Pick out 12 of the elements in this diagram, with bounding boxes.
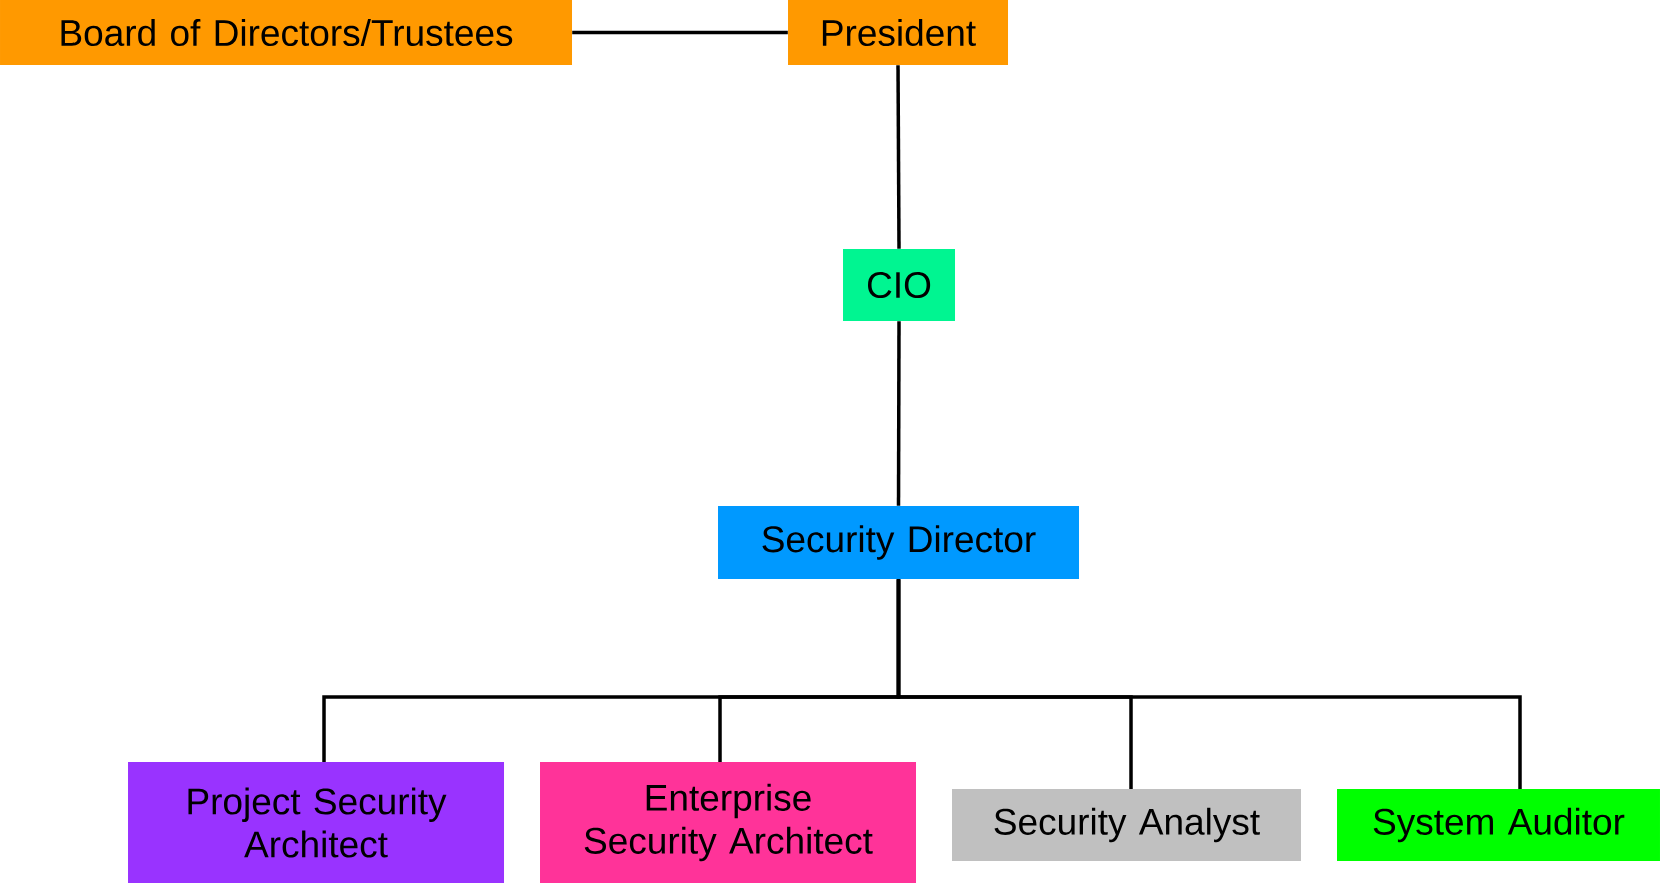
connector-line [896,65,901,249]
role-box: President [788,0,1008,65]
role-box: Board of Directors/Trustees [0,0,572,65]
role-box: Security Director [718,506,1079,579]
role-box: Project Security Architect [128,762,504,883]
connector-line [896,579,1522,789]
role-box: System Auditor [1337,789,1660,861]
connector-line [896,321,901,506]
role-box: Security Analyst [952,789,1301,861]
role-box: CIO [843,249,955,321]
connector-line [572,30,788,35]
role-box: Enterprise Security Architect [540,762,916,883]
